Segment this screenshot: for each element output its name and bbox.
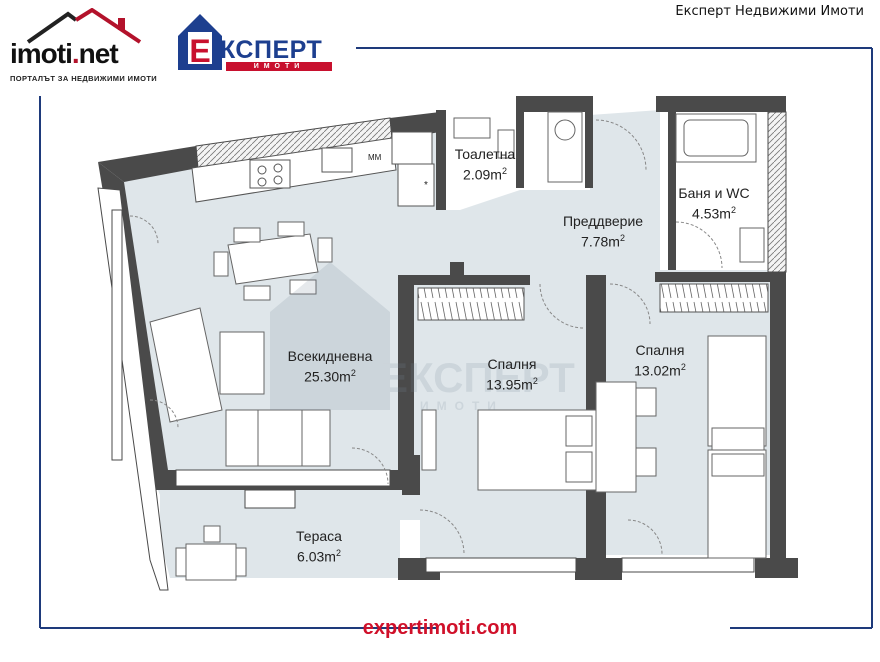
room-name: Всекидневна xyxy=(287,348,373,364)
room-name: Тераса xyxy=(296,528,342,544)
imoti-net-logo[interactable]: imoti.net ПОРТАЛЪТ ЗА НЕДВИЖИМИ ИМОТИ xyxy=(10,8,170,86)
room-label-hallway: Преддверие 7.78m2 xyxy=(548,213,658,251)
house-e-icon: Е xyxy=(178,14,222,70)
room-area: 7.78m2 xyxy=(581,233,625,250)
watermark-sub-text: ИМОТИ xyxy=(420,399,504,413)
kitchen-counter xyxy=(191,131,435,207)
watermark-main-text: ЕКСПЕРТ xyxy=(380,354,575,401)
imoti-logo-text: imoti.net xyxy=(10,38,119,69)
room-label-terrace: Тераса 6.03m2 xyxy=(274,528,364,566)
wardrobes xyxy=(417,283,769,321)
expert-imoti-logo[interactable]: Е КСПЕРТ ИМОТИ xyxy=(176,12,338,74)
terrace-furniture xyxy=(175,525,247,581)
bathroom-fixtures xyxy=(675,113,765,263)
bedroom-twin-beds xyxy=(707,335,767,559)
expert-logo-text: КСПЕРТ xyxy=(220,36,323,64)
expert-logo-subtext: ИМОТИ xyxy=(226,62,332,71)
room-label-bedroom-2: Спалня 13.02m2 xyxy=(610,342,710,380)
room-area: 4.53m2 xyxy=(692,205,736,222)
website-link[interactable]: expertimoti.com xyxy=(362,617,518,639)
room-area: 6.03m2 xyxy=(297,548,341,565)
room-area: 13.02m2 xyxy=(634,362,686,379)
watermark: ЕКСПЕРТ ИМОТИ xyxy=(270,262,575,413)
room-label-bedroom-1: Спалня 13.95m2 xyxy=(462,356,562,394)
room-area: 2.09m2 xyxy=(463,166,507,183)
windows xyxy=(111,209,755,573)
kitchen-star-label: * xyxy=(424,180,428,191)
door-swings xyxy=(129,119,723,555)
dining-table xyxy=(213,221,333,301)
room-label-toilet: Тоалетна 2.09m2 xyxy=(444,146,526,184)
expert-logo-letter: Е xyxy=(189,33,210,69)
bedroom-bed xyxy=(421,381,657,493)
house-roof-icon xyxy=(26,8,142,44)
room-area: 25.30m2 xyxy=(304,368,356,385)
room-label-bathroom: Баня и WC 4.53m2 xyxy=(664,185,764,223)
toilet-fixtures xyxy=(453,111,583,183)
living-room-furniture xyxy=(149,307,331,467)
room-name: Спалня xyxy=(487,356,537,372)
page-frame xyxy=(39,47,873,629)
room-name: Тоалетна xyxy=(454,146,516,162)
room-label-living-room: Всекидневна 25.30m2 xyxy=(268,348,392,386)
room-name: Преддверие xyxy=(562,213,644,229)
room-area: 13.95m2 xyxy=(486,376,538,393)
agency-name: Експерт Недвижими Имоти xyxy=(675,4,864,19)
kitchen-appliance-label: MM xyxy=(368,153,382,162)
room-name: Баня и WC xyxy=(678,185,750,201)
imoti-logo-tagline: ПОРТАЛЪТ ЗА НЕДВИЖИМИ ИМОТИ xyxy=(10,74,158,83)
room-name: Спалня xyxy=(635,342,685,358)
